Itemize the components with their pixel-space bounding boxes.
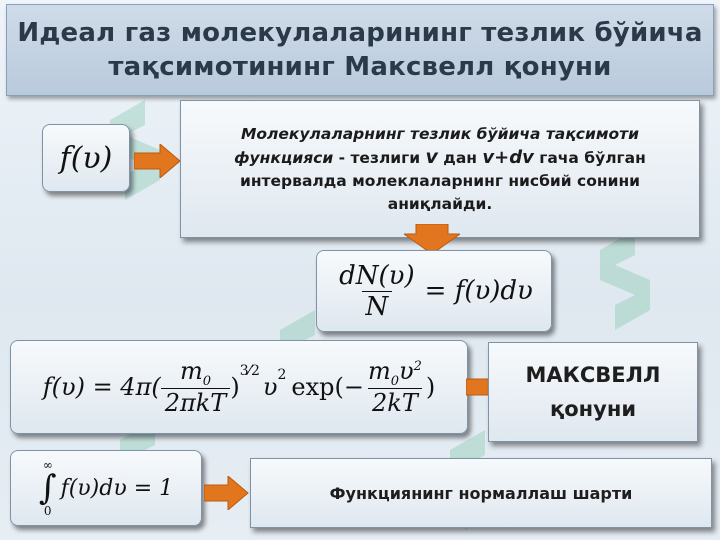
maxwell-formula-box: f(υ) = 4π( m0 2πkT ) 3⁄2 υ 2 exp(− m0υ2 … xyxy=(10,340,468,434)
watermark-shape xyxy=(600,230,650,330)
title-banner: Идеал газ молекулаларининг тезлик бўйича… xyxy=(6,4,714,96)
description-text: Молекулаларнинг тезлик бўйича тақсимоти … xyxy=(195,123,685,216)
function-box: f(υ) xyxy=(42,124,130,192)
maxwell-fraction-2: m0υ2 2kT xyxy=(364,357,426,418)
exp-function: exp(− xyxy=(291,372,364,401)
ratio-rhs: = f(υ)dυ xyxy=(424,276,533,306)
normalization-formula-box: ∞ ∫ 0 f(υ)dυ = 1 xyxy=(10,450,202,526)
mass-subscript: 0 xyxy=(390,373,400,389)
mass-symbol: m xyxy=(179,356,203,385)
title-line-1: Идеал газ молекулаларининг тезлик бўйича xyxy=(17,18,703,48)
integral-lower-limit: 0 xyxy=(43,504,52,518)
ratio-fraction: dN(υ) N xyxy=(335,261,419,322)
normalization-label-box: Функциянинг нормаллаш шарти xyxy=(250,458,712,528)
maxwell-fraction-1: m0 2πkT xyxy=(160,356,231,417)
velocity-symbol: v xyxy=(425,145,438,168)
mass-subscript: 0 xyxy=(202,373,212,389)
description-term: Молекулаларнинг тезлик бўйича тақсимоти … xyxy=(234,124,639,167)
maxwell-law-subtitle: қонуни xyxy=(549,397,637,421)
closing-paren: ) xyxy=(425,372,436,401)
function-symbol: f(υ) xyxy=(59,140,113,176)
maxwell-denominator-1: 2πkT xyxy=(160,388,231,417)
velocity-symbol: υ xyxy=(262,372,278,401)
maxwell-denominator-2: 2kT xyxy=(368,388,422,417)
arrow-right-icon xyxy=(204,476,249,510)
normalization-label: Функциянинг нормаллаш шарти xyxy=(329,483,633,503)
exponent-denominator: 2 xyxy=(250,362,260,379)
normalization-body: f(υ)dυ = 1 xyxy=(60,475,174,501)
arrow-right-icon xyxy=(134,144,181,178)
integral-symbol: ∫ xyxy=(38,468,57,508)
ratio-formula-box: dN(υ) N = f(υ)dυ xyxy=(316,250,552,332)
title-line-2: тақсимотининг Максвелл қонуни xyxy=(108,52,612,82)
description-part: дан xyxy=(437,148,483,167)
mass-symbol: m xyxy=(367,356,391,385)
description-box: Молекулаларнинг тезлик бўйича тақсимоти … xyxy=(180,100,700,238)
square-exponent: 2 xyxy=(277,366,287,383)
maxwell-lhs: f(υ) = 4π( xyxy=(42,372,161,401)
square-exponent: 2 xyxy=(413,358,422,374)
maxwell-law-title: МАКСВЕЛЛ xyxy=(525,363,661,387)
ratio-formula: dN(υ) N = f(υ)dυ xyxy=(335,261,533,322)
integral-sign: ∞ ∫ 0 xyxy=(39,459,57,517)
velocity-interval-symbol: v+dv xyxy=(482,146,534,168)
description-part: - тезлиги xyxy=(333,148,426,167)
integral-upper-limit: ∞ xyxy=(42,458,53,472)
description-part: гача бўлган интервалда молеклаларнинг ни… xyxy=(239,148,646,213)
velocity-symbol: υ xyxy=(399,356,414,385)
normalization-formula: ∞ ∫ 0 f(υ)dυ = 1 xyxy=(39,459,173,517)
arrow-down-icon xyxy=(404,224,460,254)
ratio-numerator: dN(υ) xyxy=(339,260,415,291)
exponent-numerator: 3 xyxy=(239,362,249,379)
ratio-denominator: N xyxy=(361,290,393,322)
maxwell-law-box: МАКСВЕЛЛ қонуни xyxy=(488,342,698,442)
maxwell-formula: f(υ) = 4π( m0 2πkT ) 3⁄2 υ 2 exp(− m0υ2 … xyxy=(42,356,436,418)
